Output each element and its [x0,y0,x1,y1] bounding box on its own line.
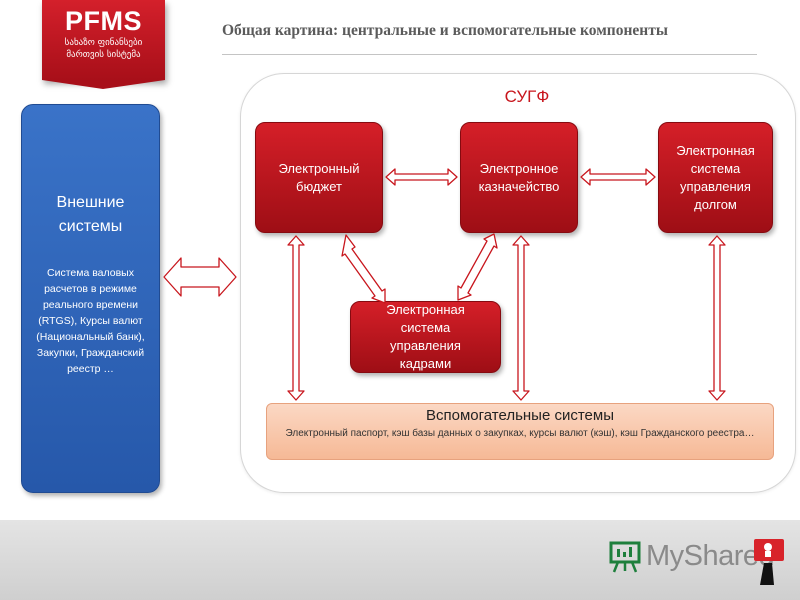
arrow-treasury-hr [457,233,498,301]
arrow-treasury-debt [580,168,656,186]
auxiliary-systems-box: Вспомогательные системы Электронный пасп… [266,403,774,460]
arrow-external-sugf [163,257,237,297]
external-systems-title: Внешние системы [22,191,159,239]
arrow-budget-aux [287,235,305,401]
sugf-label: СУГФ [504,87,550,106]
node-treasury-label: Электронное казначейство [478,160,560,194]
external-systems-body: Система валовых расчетов в режиме реальн… [36,267,145,375]
arrow-budget-hr [341,234,386,304]
node-hr: Электронная система управления кадрами [350,301,501,373]
presentation-board-icon [609,541,641,573]
external-title-line1: Внешние [56,194,125,211]
arrow-treasury-aux [512,235,530,401]
footer-band [0,520,800,600]
external-systems-box: Внешние системы Система валовых расчетов… [21,104,160,493]
node-hr-label: Электронная система управления кадрами [386,302,465,371]
arrow-budget-treasury [385,168,458,186]
slide-title: Общая картина: центральные и вспомогател… [222,22,668,39]
node-budget: Электронный бюджет [255,122,383,233]
auxiliary-systems-body: Электронный паспорт, кэш базы данных о з… [285,428,755,439]
node-budget-label: Электронный бюджет [278,160,360,194]
title-divider [222,54,757,55]
node-debt-label: Электронная система управления долгом [676,142,755,212]
badge-subtitle-line1: სახაზო ფინანსები [64,38,143,48]
pfms-badge: PFMS სახაზო ფინანსები მართვის სისტემა [42,0,165,89]
auxiliary-systems-title: Вспомогательные системы [426,407,614,424]
arrow-debt-aux [708,235,726,401]
presenter-icon [754,539,784,585]
badge-subtitle-line2: მართვის სისტემა [66,50,141,60]
node-treasury: Электронное казначейство [460,122,578,233]
myshared-logo: MyShared [606,537,786,585]
badge-title: PFMS [64,6,142,36]
logo-text: MyShared [646,540,775,572]
node-debt: Электронная система управления долгом [658,122,773,233]
external-title-line2: системы [58,218,123,235]
